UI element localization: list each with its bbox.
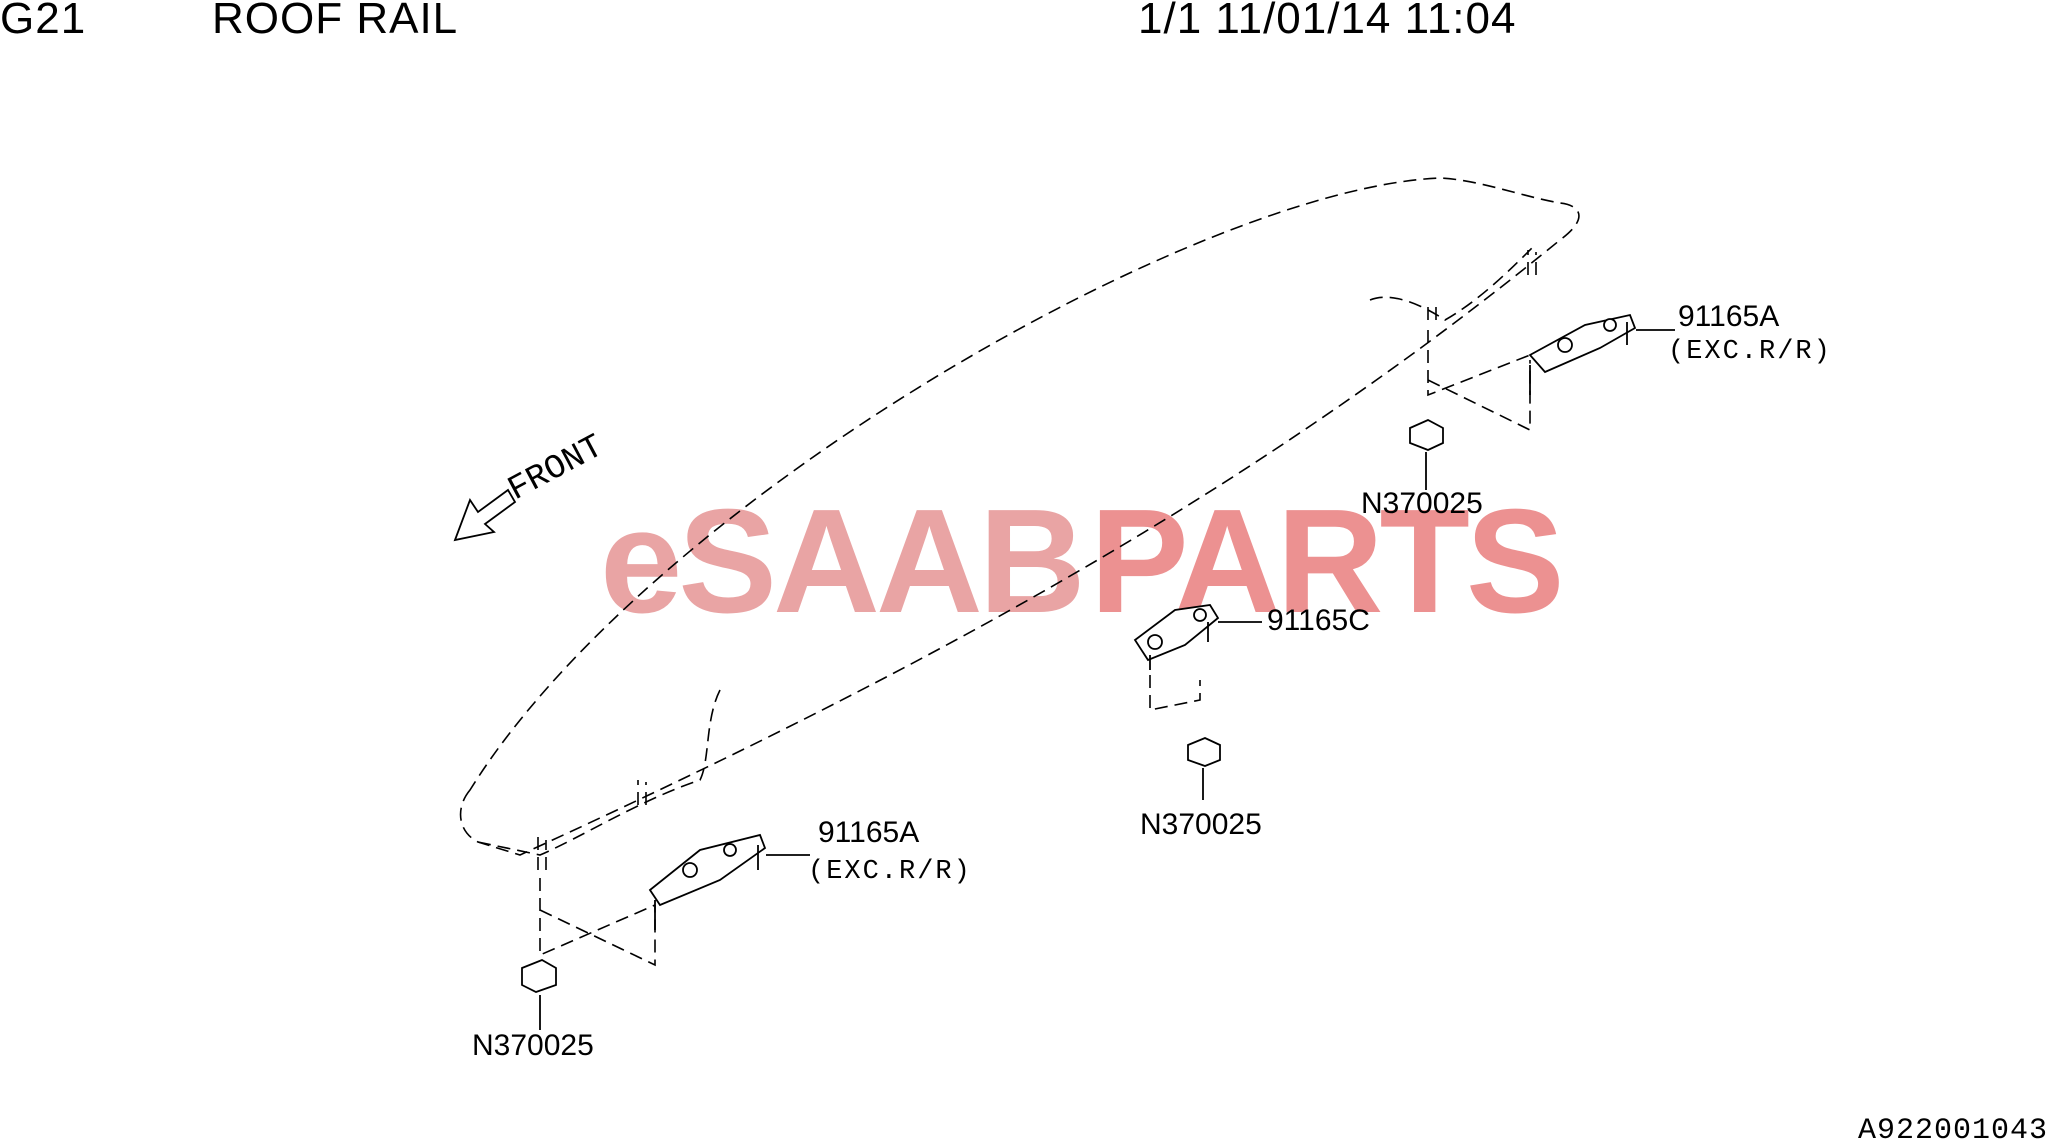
bracket-rear-assembly — [1409, 313, 1675, 490]
label-bracket-front-part: 91165A — [818, 816, 919, 849]
diagram-title: ROOF RAIL — [212, 0, 459, 43]
page-and-timestamp: 1/1 11/01/14 11:04 — [1138, 0, 1517, 43]
label-bracket-rear-note: (EXC.R/R) — [1668, 337, 1832, 367]
label-bracket-front-note: (EXC.R/R) — [808, 857, 972, 887]
label-bracket-middle-part: 91165C — [1267, 604, 1370, 637]
front-label: FRONT — [502, 428, 610, 509]
diagram-code: G21 — [0, 0, 87, 43]
front-arrow: FRONT — [453, 428, 610, 542]
bracket-middle-assembly — [1133, 604, 1262, 800]
bracket-front-assembly — [521, 833, 810, 1030]
roof-rail-body — [459, 177, 1580, 870]
watermark-prefix: eSAAB — [600, 479, 1082, 644]
label-nut-rear: N370025 — [1361, 487, 1483, 520]
label-nut-front: N370025 — [472, 1029, 594, 1062]
label-nut-middle: N370025 — [1140, 808, 1262, 841]
label-bracket-rear-part: 91165A — [1678, 300, 1779, 333]
reference-number: A922001043 — [1858, 1114, 2048, 1141]
